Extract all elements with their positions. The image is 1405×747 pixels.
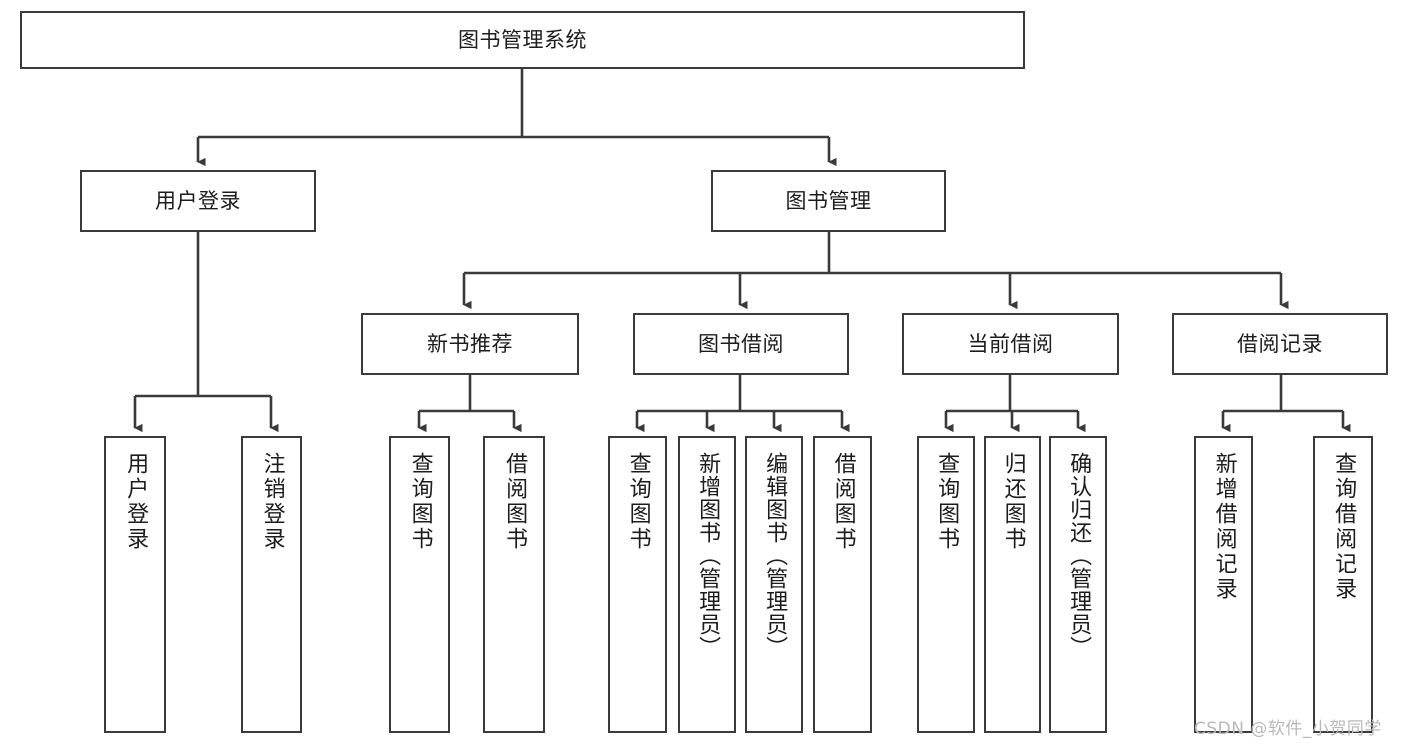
node-leaf-user-logout[interactable]: 注销登录 — [241, 436, 302, 733]
node-leaf-user-logout-label: 注销登录 — [259, 452, 285, 552]
node-book-manage[interactable]: 图书管理 — [711, 170, 946, 232]
node-root[interactable]: 图书管理系统 — [20, 11, 1025, 69]
node-user-login-label: 用户登录 — [155, 188, 241, 213]
node-leaf-borrow-book[interactable]: 借阅图书 — [813, 436, 872, 733]
node-book-borrow-label: 图书借阅 — [698, 331, 784, 356]
node-leaf-add-book[interactable]: 新增图书（管理员） — [678, 436, 736, 733]
node-leaf-query-book-cur[interactable]: 查询图书 — [917, 436, 975, 733]
node-leaf-add-book-label: 新增图书（管理员） — [695, 452, 721, 659]
node-leaf-user-login-label: 用户登录 — [123, 452, 149, 552]
node-new-book-recommend-label: 新书推荐 — [427, 331, 513, 356]
node-new-book-recommend[interactable]: 新书推荐 — [361, 313, 579, 375]
node-leaf-borrow-book-rec[interactable]: 借阅图书 — [483, 436, 545, 733]
node-leaf-return-book[interactable]: 归还图书 — [984, 436, 1041, 733]
node-leaf-return-book-label: 归还图书 — [1000, 452, 1026, 552]
node-current-borrow[interactable]: 当前借阅 — [902, 313, 1119, 375]
node-leaf-confirm-return-label: 确认归还（管理员） — [1066, 452, 1092, 659]
node-current-borrow-label: 当前借阅 — [967, 331, 1054, 356]
node-leaf-edit-book[interactable]: 编辑图书（管理员） — [745, 436, 803, 733]
node-leaf-borrow-book-rec-label: 借阅图书 — [502, 452, 528, 552]
node-borrow-record-label: 借阅记录 — [1237, 331, 1323, 356]
node-leaf-edit-book-label: 编辑图书（管理员） — [762, 452, 788, 659]
node-leaf-query-book-rec-label: 查询图书 — [407, 452, 433, 552]
node-leaf-add-record-label: 新增借阅记录 — [1211, 452, 1237, 602]
node-leaf-query-book-rec[interactable]: 查询图书 — [389, 436, 450, 733]
node-borrow-record[interactable]: 借阅记录 — [1172, 313, 1388, 375]
node-leaf-confirm-return[interactable]: 确认归还（管理员） — [1049, 436, 1107, 733]
node-leaf-add-record[interactable]: 新增借阅记录 — [1194, 436, 1253, 733]
node-leaf-query-book-cur-label: 查询图书 — [934, 452, 960, 552]
node-leaf-query-book-borrow[interactable]: 查询图书 — [608, 436, 667, 733]
node-root-label: 图书管理系统 — [458, 27, 587, 52]
node-leaf-user-login[interactable]: 用户登录 — [104, 436, 166, 733]
node-book-borrow[interactable]: 图书借阅 — [633, 313, 849, 375]
node-leaf-query-record[interactable]: 查询借阅记录 — [1313, 436, 1373, 733]
node-user-login[interactable]: 用户登录 — [80, 170, 316, 232]
watermark-text: CSDN @软件_小贺同学 — [1194, 719, 1382, 739]
node-leaf-query-book-borrow-label: 查询图书 — [625, 452, 651, 552]
node-leaf-borrow-book-label: 借阅图书 — [830, 452, 856, 552]
node-book-manage-label: 图书管理 — [785, 188, 872, 213]
node-leaf-query-record-label: 查询借阅记录 — [1331, 452, 1357, 602]
